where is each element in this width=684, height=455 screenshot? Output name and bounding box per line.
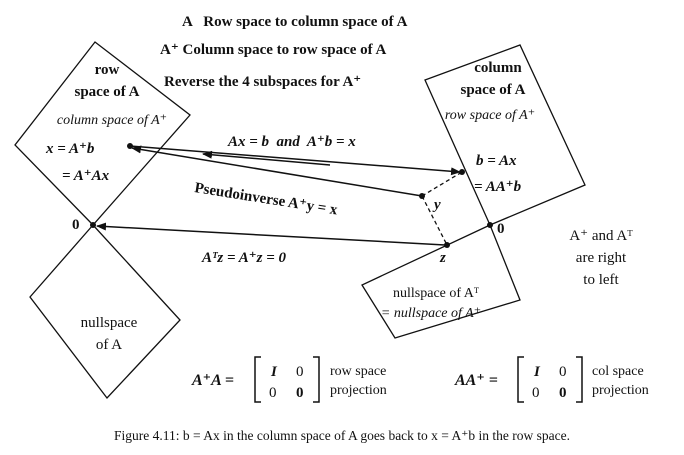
left-nullspace-box xyxy=(361,224,521,339)
bottom-arrow-label: Aᵀz = A⁺z = 0 xyxy=(201,250,287,266)
note-line-1: A⁺ and Aᵀ xyxy=(569,228,633,244)
left-nullspace-title-1: nullspace of Aᵀ xyxy=(393,286,479,301)
arrow-ax-to-b xyxy=(129,145,461,176)
nullspace-title-2: of A xyxy=(96,337,122,353)
right-matrix-close-bracket xyxy=(576,356,583,403)
note-line-3: to left xyxy=(583,272,619,288)
column-space-title-1: column xyxy=(474,60,522,76)
row-space-eq-2: = A⁺Ax xyxy=(62,168,110,184)
note-line-2: are right xyxy=(576,250,627,266)
nullspace-box xyxy=(29,224,181,400)
row-space-eq-1: x = A⁺b xyxy=(45,141,95,157)
label-zero-right: 0 xyxy=(497,221,505,237)
left-matrix-11: I xyxy=(270,364,278,380)
arrow-b-back-to-x xyxy=(202,150,331,166)
row-space-subtitle: column space of A⁺ xyxy=(57,113,167,128)
column-space-box xyxy=(424,44,586,226)
header-line-3: Reverse the 4 subspaces for A⁺ xyxy=(164,74,361,90)
left-matrix-21: 0 xyxy=(269,385,277,401)
label-y: y xyxy=(432,197,441,213)
left-matrix-open-bracket xyxy=(254,356,261,403)
right-projection-lhs: AA⁺ = xyxy=(454,372,498,389)
label-zero-left: 0 xyxy=(72,217,80,233)
column-space-eq-2: = AA⁺b xyxy=(474,179,522,195)
header-line-2: A⁺ Column space to row space of A xyxy=(160,42,387,58)
right-projection-label-1: col space xyxy=(592,364,644,379)
nullspace-title-1: nullspace xyxy=(81,315,138,331)
right-projection-label-2: projection xyxy=(592,383,649,398)
left-matrix-close-bracket xyxy=(313,356,320,403)
dashed-y-to-b xyxy=(421,171,463,197)
label-z: z xyxy=(439,250,446,266)
figure-caption: Figure 4.11: b = Ax in the column space … xyxy=(114,428,570,443)
left-projection-lhs: A⁺A = xyxy=(191,372,234,389)
dashed-y-to-z xyxy=(421,195,448,246)
left-projection-label-1: row space xyxy=(330,364,386,379)
right-matrix-22: 0 xyxy=(559,385,567,401)
column-space-subtitle: row space of A⁺ xyxy=(445,108,535,123)
point-zero-left xyxy=(90,222,96,228)
row-space-title-1: row xyxy=(95,62,120,78)
arrow-z-to-zero xyxy=(96,222,446,246)
point-zero-right xyxy=(487,222,493,228)
arrow-pseudoinverse-y-to-x xyxy=(131,145,423,197)
point-x xyxy=(127,143,133,149)
point-y xyxy=(419,193,425,199)
column-space-title-2: space of A xyxy=(461,82,526,98)
left-matrix-12: 0 xyxy=(296,364,304,380)
point-b xyxy=(459,169,465,175)
column-space-eq-1: b = Ax xyxy=(476,153,517,169)
point-z xyxy=(444,242,450,248)
top-arrow-label: Ax = b and A⁺b = x xyxy=(227,134,356,150)
left-projection-label-2: projection xyxy=(330,383,387,398)
right-matrix-21: 0 xyxy=(532,385,540,401)
left-nullspace-title-2: = nullspace of A⁺ xyxy=(381,306,481,321)
right-matrix-12: 0 xyxy=(559,364,567,380)
right-matrix-open-bracket xyxy=(517,356,524,403)
header-line-1: A Row space to column space of A xyxy=(182,14,408,30)
left-matrix-22: 0 xyxy=(296,385,304,401)
pseudoinverse-label: Pseudoinverse A⁺y = x xyxy=(193,180,339,218)
right-matrix-11: I xyxy=(533,364,541,380)
row-space-title-2: space of A xyxy=(75,84,140,100)
